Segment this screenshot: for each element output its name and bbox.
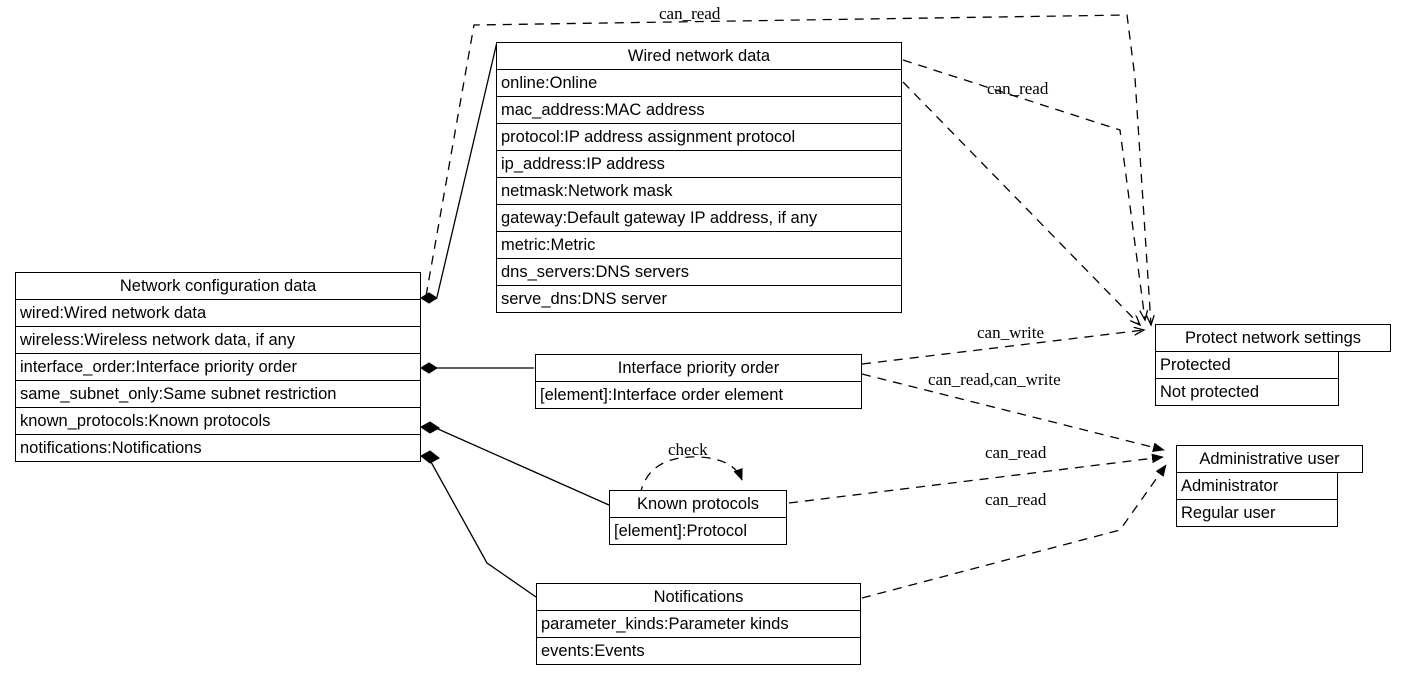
class-title-notifications: Notifications [536, 583, 861, 611]
class-attribute-row: wireless:Wireless network data, if any [15, 326, 421, 354]
class-attribute-row: events:Events [536, 637, 861, 665]
class-attribute-row: [element]:Interface order element [535, 381, 862, 409]
class-attribute-row: notifications:Notifications [15, 434, 421, 462]
class-box-network-configuration-data[interactable]: Network configuration data wired:Wired n… [15, 272, 421, 462]
class-attribute-row: known_protocols:Known protocols [15, 407, 421, 435]
edge-label-can-write: can_write [977, 323, 1045, 342]
class-attribute-row: Administrator [1176, 472, 1338, 500]
class-title-administrative-user: Administrative user [1176, 445, 1363, 473]
edge-label-check: check [668, 440, 708, 459]
composition-edge-notifications [420, 450, 537, 598]
class-title-network-configuration-data: Network configuration data [15, 272, 421, 300]
class-attribute-row: interface_order:Interface priority order [15, 353, 421, 381]
dependency-edge-wired-can-write [902, 81, 1140, 325]
class-attribute-row: online:Online [496, 69, 902, 97]
class-attribute-row: gateway:Default gateway IP address, if a… [496, 204, 902, 232]
class-attribute-row: netmask:Network mask [496, 177, 902, 205]
class-attribute-row: Not protected [1155, 378, 1339, 406]
class-box-administrative-user[interactable]: Administrative user Administrator Regula… [1176, 445, 1363, 527]
edge-label-can-read-protocols: can_read [985, 443, 1047, 462]
edge-label-can-read-top: can_read [659, 4, 721, 23]
class-attribute-row: ip_address:IP address [496, 150, 902, 178]
class-title-protect-network-settings: Protect network settings [1155, 324, 1391, 352]
composition-edge-interface-order [419, 362, 534, 374]
edge-label-can-read-wired: can_read [987, 79, 1049, 98]
class-box-wired-network-data[interactable]: Wired network data online:Online mac_add… [496, 42, 902, 313]
composition-edge-known-protocols [419, 421, 610, 506]
class-attribute-row: mac_address:MAC address [496, 96, 902, 124]
class-attribute-row: dns_servers:DNS servers [496, 258, 902, 286]
class-attribute-row: wired:Wired network data [15, 299, 421, 327]
class-attribute-row: serve_dns:DNS server [496, 285, 902, 313]
dependency-edge-known-protocols-can-read [788, 457, 1163, 504]
class-box-known-protocols[interactable]: Known protocols [element]:Protocol [609, 490, 787, 545]
dependency-edge-wired-can-read [902, 59, 1145, 320]
class-title-interface-priority-order: Interface priority order [535, 354, 862, 382]
class-attribute-row: same_subnet_only:Same subnet restriction [15, 380, 421, 408]
class-attribute-row: protocol:IP address assignment protocol [496, 123, 902, 151]
class-title-wired-network-data: Wired network data [496, 42, 902, 70]
class-attribute-row: parameter_kinds:Parameter kinds [536, 610, 861, 638]
class-box-interface-priority-order[interactable]: Interface priority order [element]:Inter… [535, 354, 862, 409]
edge-label-can-read-notifications: can_read [985, 490, 1047, 509]
dependency-edge-notifications-can-read [861, 465, 1167, 599]
class-attribute-row: Regular user [1176, 499, 1338, 527]
class-box-notifications[interactable]: Notifications parameter_kinds:Parameter … [536, 583, 861, 665]
class-box-protect-network-settings[interactable]: Protect network settings Protected Not p… [1155, 324, 1391, 406]
class-title-known-protocols: Known protocols [609, 490, 787, 518]
edge-label-can-read-can-write: can_read,can_write [928, 370, 1061, 389]
class-attribute-row: [element]:Protocol [609, 517, 787, 545]
class-attribute-row: Protected [1155, 351, 1339, 379]
composition-edge-wired [419, 41, 498, 304]
class-attribute-row: metric:Metric [496, 231, 902, 259]
